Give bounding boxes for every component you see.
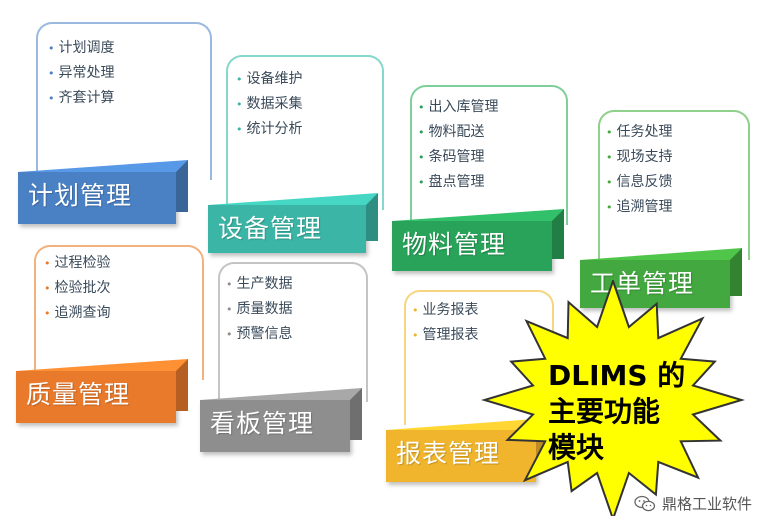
watermark: 鼎格工业软件: [634, 493, 752, 514]
module-card: •生产数据 •质量数据 •预警信息: [218, 262, 368, 402]
list-item: •追溯管理: [606, 199, 673, 215]
module-item-list: •业务报表 •管理报表: [412, 298, 546, 348]
list-item: •业务报表: [412, 302, 479, 318]
module-title: 工单管理: [590, 269, 695, 298]
list-item: •异常处理: [48, 65, 115, 81]
module-card: •过程检验 •检验批次 •追溯查询: [34, 245, 204, 380]
module-item-list: •计划调度 •异常处理 •齐套计算: [48, 36, 200, 111]
list-item: •管理报表: [412, 327, 479, 343]
module-item-list: •生产数据 •质量数据 •预警信息: [226, 272, 360, 347]
list-item: •条码管理: [418, 149, 485, 165]
list-item: •出入库管理: [418, 99, 499, 115]
module-title-bar: 看板管理: [200, 388, 362, 452]
module-title: 看板管理: [210, 409, 315, 438]
list-item: •检验批次: [44, 280, 111, 296]
starburst-callout: [481, 280, 745, 516]
list-item: •现场支持: [606, 149, 673, 165]
module-title-bar: 物料管理: [392, 209, 564, 271]
list-item: •追溯查询: [44, 305, 111, 321]
module-title: 质量管理: [26, 380, 131, 409]
list-item: •质量数据: [226, 301, 293, 317]
list-item: •预警信息: [226, 326, 293, 342]
starburst-text: DLIMS 的 主要功能 模块: [548, 358, 708, 466]
list-item: •数据采集: [236, 96, 303, 112]
list-item: •盘点管理: [418, 174, 485, 190]
starburst-line: 模块: [548, 431, 605, 464]
list-item: •信息反馈: [606, 174, 673, 190]
list-item: •任务处理: [606, 124, 673, 140]
module-title: 设备管理: [218, 214, 323, 243]
module-card: •出入库管理 •物料配送 •条码管理 •盘点管理: [410, 85, 568, 225]
module-item-list: •任务处理 •现场支持 •信息反馈 •追溯管理: [606, 120, 742, 220]
module-card: •设备维护 •数据采集 •统计分析: [226, 55, 384, 210]
list-item: •设备维护: [236, 71, 303, 87]
list-item: •物料配送: [418, 124, 485, 140]
module-title-bar: 设备管理: [208, 193, 378, 253]
module-title: 计划管理: [28, 181, 133, 210]
module-title-bar: 计划管理: [18, 160, 188, 224]
module-title-bar: 工单管理: [580, 248, 742, 308]
list-item: •计划调度: [48, 40, 115, 56]
module-card: •计划调度 •异常处理 •齐套计算: [36, 22, 212, 180]
wechat-icon: [634, 495, 656, 511]
starburst-line: 主要功能: [548, 395, 661, 428]
watermark-text: 鼎格工业软件: [661, 495, 752, 513]
module-item-list: •设备维护 •数据采集 •统计分析: [236, 67, 374, 142]
list-item: •过程检验: [44, 255, 111, 271]
module-title: 报表管理: [396, 439, 501, 468]
list-item: •统计分析: [236, 121, 303, 137]
starburst-line: DLIMS 的: [548, 359, 686, 392]
module-title-bar: 质量管理: [16, 359, 188, 423]
starburst-shape: [481, 280, 745, 516]
list-item: •生产数据: [226, 276, 293, 292]
module-title: 物料管理: [402, 230, 507, 259]
module-item-list: •过程检验 •检验批次 •追溯查询: [44, 251, 194, 326]
module-item-list: •出入库管理 •物料配送 •条码管理 •盘点管理: [418, 95, 560, 195]
module-card: •任务处理 •现场支持 •信息反馈 •追溯管理: [598, 110, 750, 260]
list-item: •齐套计算: [48, 90, 115, 106]
